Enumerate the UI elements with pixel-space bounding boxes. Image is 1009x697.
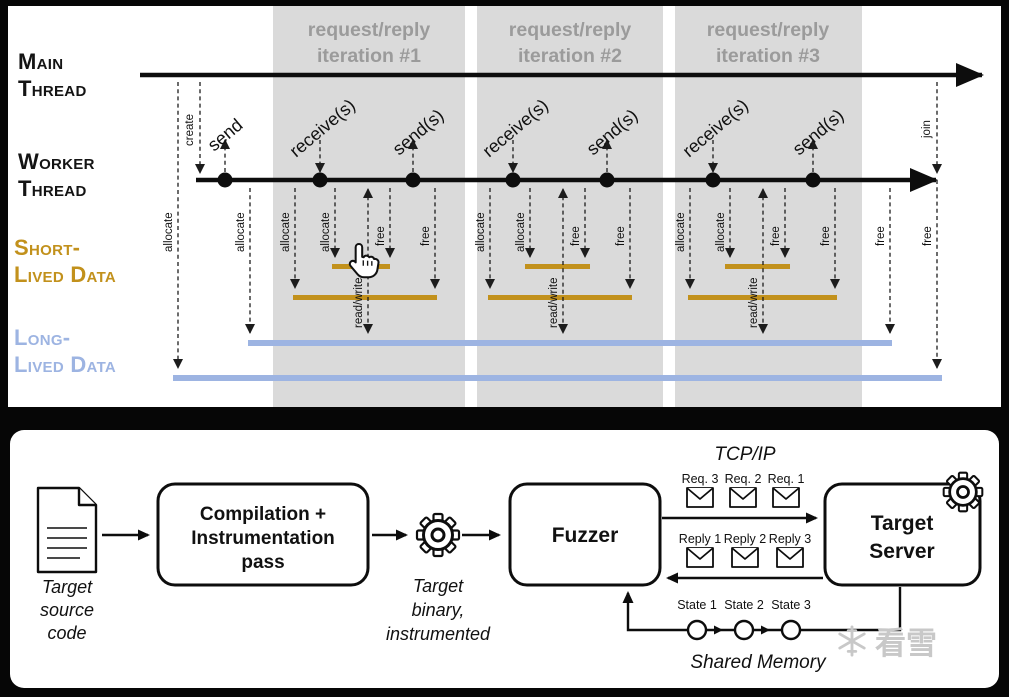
iteration-1-title-line1: request/reply (308, 19, 431, 41)
state-circles (686, 619, 802, 641)
architecture-panel: Target source code Compilation + Instrum… (10, 430, 999, 688)
timeline-diagram: request/reply iteration #1 request/reply… (140, 6, 984, 407)
target-server-label-line2: Server (869, 540, 934, 563)
fuzzer-label: Fuzzer (552, 524, 619, 547)
state1-label: State 1 (677, 598, 717, 612)
free-long-lived-2-label: free (922, 226, 934, 246)
iteration-3-title-line2: iteration #3 (716, 45, 820, 67)
i2-free-short-label: free (570, 226, 582, 246)
i2-read-write-label: read/write (548, 278, 560, 329)
i1-allocate-long-label: allocate (280, 212, 292, 252)
free-long-lived-1-label: free (875, 226, 887, 246)
i3-allocate-long-label: allocate (675, 212, 687, 252)
allocate-label-main: allocate (163, 212, 175, 252)
short-lived-small-bar-3 (725, 264, 790, 269)
tcp-ip-label: TCP/IP (714, 444, 776, 465)
source-code-label-line3: code (47, 623, 86, 643)
long-lived-bar-1 (248, 340, 892, 346)
worker-event-dots (217, 172, 821, 188)
i2-allocate-short-label: allocate (515, 212, 527, 252)
short-lived-long-bar-2 (488, 295, 632, 300)
iteration-2-title-line2: iteration #2 (518, 45, 622, 67)
hand-pointer-icon (348, 243, 380, 279)
reply2-label: Reply 2 (724, 532, 766, 546)
req3-label: Req. 3 (682, 472, 719, 486)
i1-read-write-label: read/write (353, 278, 365, 329)
state3-label: State 3 (771, 598, 811, 612)
i1-free-long-label: free (420, 226, 432, 246)
thread-timeline-panel: request/reply iteration #1 request/reply… (8, 6, 1001, 407)
document-icon (36, 486, 98, 574)
target-server-label-line1: Target (871, 512, 934, 535)
source-code-label-line1: Target (42, 577, 93, 597)
state2-label: State 2 (724, 598, 764, 612)
server-gear-icon (942, 471, 984, 513)
binary-label-line2: binary, (412, 600, 465, 620)
compilation-label-line1: Compilation + (200, 504, 326, 525)
iteration-2-title-line1: request/reply (509, 19, 632, 41)
i1-free-short-label: free (375, 226, 387, 246)
short-lived-long-bar-1 (293, 295, 437, 300)
i3-read-write-label: read/write (748, 278, 760, 329)
snowflake-icon (838, 624, 866, 657)
compilation-box (156, 482, 370, 587)
envelope-icon-reply3 (776, 547, 804, 568)
i2-allocate-long-label: allocate (475, 212, 487, 252)
envelope-icon-reply1 (686, 547, 714, 568)
fuzzer-box (508, 482, 662, 587)
iteration-3-title-line1: request/reply (707, 19, 830, 41)
shared-memory-label: Shared Memory (690, 652, 827, 673)
reply1-label: Reply 1 (679, 532, 721, 546)
envelope-icon-req3 (686, 487, 714, 508)
watermark-text: 看雪 (875, 626, 937, 661)
i1-allocate-short-label: allocate (320, 212, 332, 252)
binary-label-line3: instrumented (386, 624, 491, 644)
short-lived-data-label: Short-Lived Data (14, 235, 117, 287)
compilation-label-line2: Instrumentation (191, 528, 335, 549)
reply3-label: Reply 3 (769, 532, 811, 546)
long-lived-data-label: Long-Lived Data (14, 325, 117, 377)
compilation-label-line3: pass (241, 552, 284, 573)
gear-icon (415, 512, 461, 558)
join-label: join (921, 120, 933, 139)
binary-label-line1: Target (413, 576, 464, 596)
req1-label: Req. 1 (768, 472, 805, 486)
envelope-icon-req2 (729, 487, 757, 508)
long-lived-bar-2 (173, 375, 942, 381)
watermark: 看雪 (836, 618, 937, 663)
i3-free-long-label: free (820, 226, 832, 246)
mouse-cursor (346, 242, 380, 280)
short-lived-small-bar-2 (525, 264, 590, 269)
create-label: create (184, 114, 196, 146)
allocate-label-worker: allocate (235, 212, 247, 252)
i3-free-short-label: free (770, 226, 782, 246)
i3-allocate-short-label: allocate (715, 212, 727, 252)
architecture-diagram: Target source code Compilation + Instrum… (36, 444, 984, 673)
i2-free-long-label: free (615, 226, 627, 246)
envelope-icon-reply2 (731, 547, 759, 568)
envelope-icon-req1 (772, 487, 800, 508)
iteration-1-title-line2: iteration #1 (317, 45, 421, 67)
target-server-box (823, 482, 982, 587)
source-code-label-line2: source (40, 600, 94, 620)
req2-label: Req. 2 (725, 472, 762, 486)
